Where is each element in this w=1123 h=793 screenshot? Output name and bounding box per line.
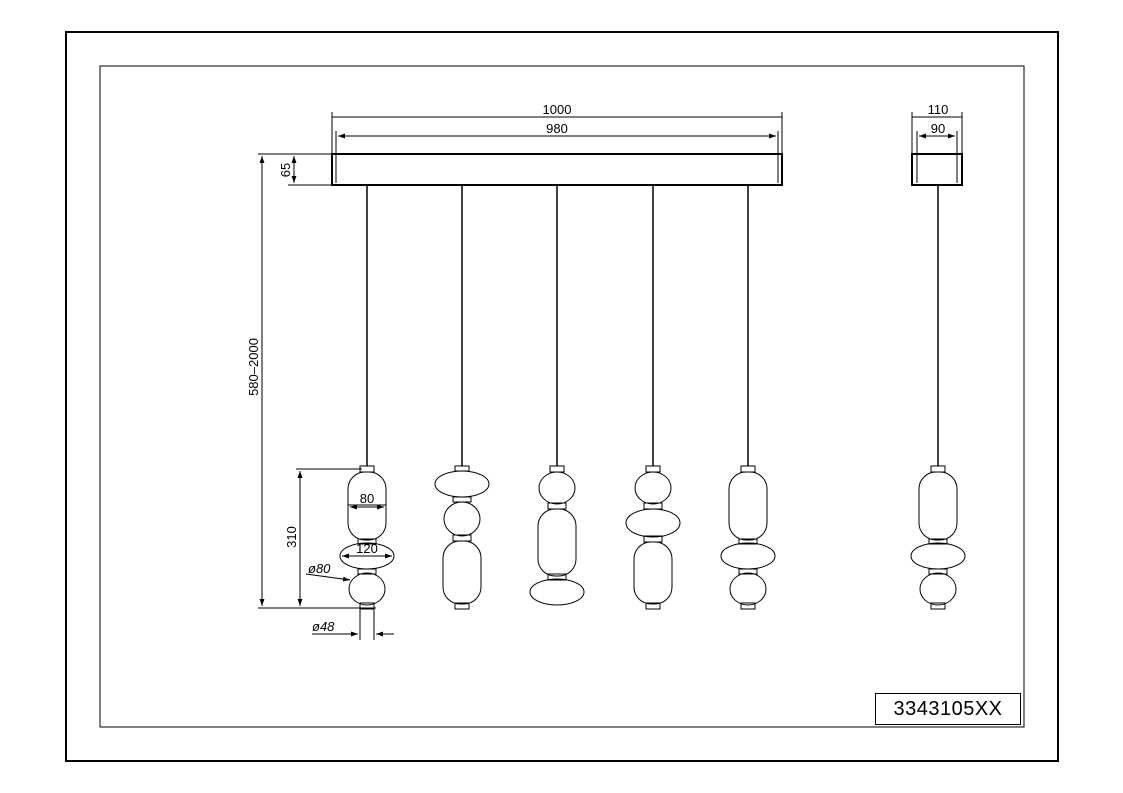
dim-bar-inner-width	[335, 131, 779, 156]
pendant-1	[339, 465, 395, 610]
dim-label-80: 80	[360, 491, 374, 506]
dim-label-o80: ø80	[308, 561, 331, 576]
dim-side-outer-width	[911, 112, 963, 154]
side-view-canopy	[911, 153, 963, 186]
inner-frame	[99, 65, 1025, 728]
dim-sphere-leader	[305, 573, 351, 582]
dim-label-1000: 1000	[543, 102, 572, 117]
dim-side-inner-width	[916, 131, 958, 154]
pendant-2	[434, 465, 490, 610]
dim-label-65: 65	[278, 163, 293, 177]
pendant-5	[720, 465, 776, 610]
dim-bar-height	[258, 153, 332, 186]
dim-bar-outer-width	[331, 112, 783, 154]
dim-label-o48: ø48	[312, 619, 335, 634]
dim-label-980: 980	[546, 121, 568, 136]
pendant-cables	[366, 185, 939, 466]
side-view-pendant	[910, 465, 966, 610]
product-code: 3343105XX	[875, 693, 1021, 725]
dim-pendant-height	[296, 468, 362, 606]
dim-label-580-2000: 580–2000	[246, 338, 261, 396]
pendant-3	[529, 465, 585, 606]
dim-label-310: 310	[284, 526, 299, 548]
outer-border	[65, 31, 1059, 762]
dim-label-90: 90	[931, 121, 945, 136]
pendant-4	[625, 465, 681, 610]
dim-label-120: 120	[356, 541, 378, 556]
dim-socket-diameter	[312, 609, 394, 640]
dim-label-110: 110	[928, 102, 949, 117]
canopy-bar	[331, 153, 783, 186]
dim-suspension-height	[258, 156, 376, 609]
